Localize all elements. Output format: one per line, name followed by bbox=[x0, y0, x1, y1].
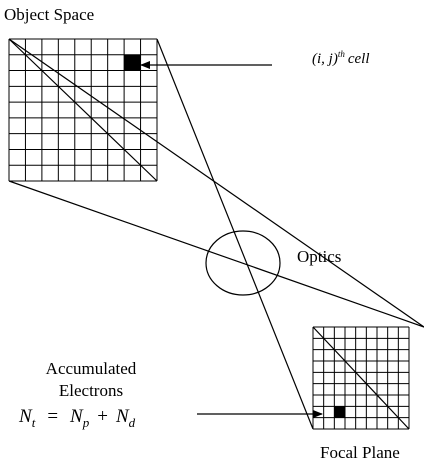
optics-lens bbox=[205, 230, 281, 296]
eq-term1-sub: p bbox=[82, 415, 90, 430]
ray-top-right-to-bottom-left bbox=[156, 38, 314, 430]
object-space-label: Object Space bbox=[4, 5, 94, 24]
eq-lhs-sub: t bbox=[32, 415, 36, 430]
object-grid-diagonal bbox=[8, 38, 158, 182]
eq-plus: + bbox=[97, 406, 108, 427]
cell-label-word: cell bbox=[348, 51, 370, 67]
ray-bottom-left-to-right bbox=[8, 180, 424, 328]
eq-term2-sub: d bbox=[129, 415, 136, 430]
optics-label: Optics bbox=[297, 247, 341, 266]
focal-plane-label: Focal Plane bbox=[320, 443, 400, 462]
eq-term2: N bbox=[115, 406, 130, 427]
light-rays bbox=[8, 38, 424, 430]
cell-label-index: (i, j) bbox=[312, 51, 338, 67]
object-highlighted-cell bbox=[124, 54, 141, 71]
electrons-label: Electrons bbox=[59, 381, 123, 400]
focal-plane-grid bbox=[312, 326, 410, 430]
ray-top-left-to-bottom-right bbox=[8, 38, 424, 328]
accumulated-label: Accumulated bbox=[46, 359, 137, 378]
eq-equals: = bbox=[47, 406, 58, 427]
focal-grid-diagonal bbox=[312, 326, 410, 430]
eq-term1: N bbox=[69, 406, 84, 427]
eq-lhs: N bbox=[18, 406, 33, 427]
object-space-grid bbox=[8, 38, 158, 182]
electron-equation: Nt = Np + Nd bbox=[18, 406, 136, 430]
cell-label-superscript: th bbox=[338, 49, 346, 59]
focal-highlighted-cell bbox=[334, 406, 345, 418]
